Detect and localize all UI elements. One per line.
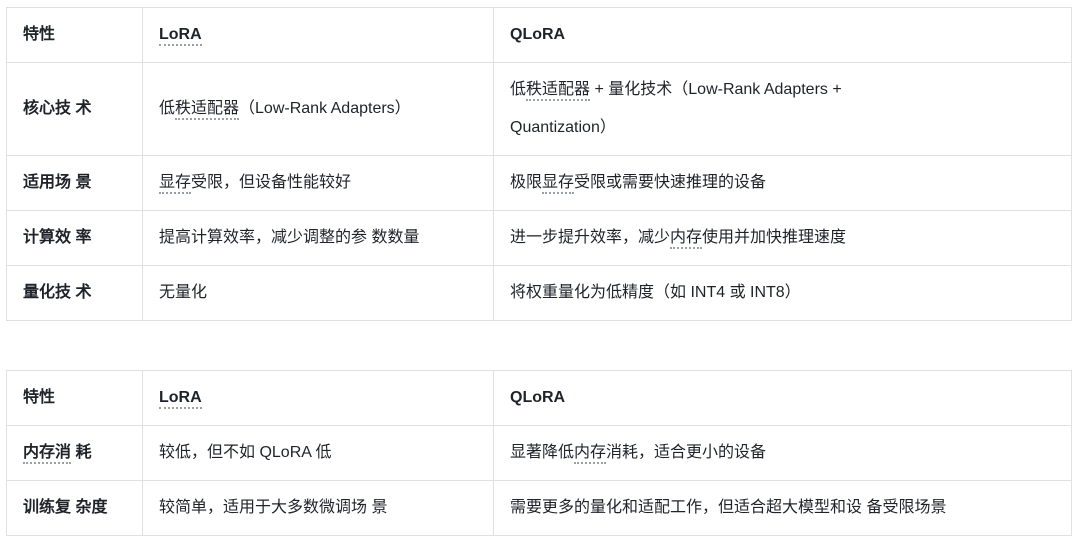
dotted-underlined-term[interactable]: 显存 [159,174,192,194]
lora-cell: 较低，但不如 QLoRA 低 [142,425,494,481]
table-row: 量化技 术无量化将权重量化为低精度（如 INT4 或 INT8） [6,265,1072,321]
header-row: 特性 LoRA QLoRA [6,7,1072,63]
qlora-cell: 低秩适配器 + 量化技术（Low-Rank Adapters + Quantiz… [493,62,1072,156]
table-row: 内存消 耗较低，但不如 QLoRA 低显著降低内存消耗，适合更小的设备 [6,425,1072,481]
feature-column-header: 特性 [6,370,143,426]
lora-cell: 较简单，适用于大多数微调场 景 [142,480,494,536]
lora-cell: 显存受限，但设备性能较好 [142,155,494,211]
qlora-cell: 极限显存受限或需要快速推理的设备 [493,155,1072,211]
dotted-underlined-term[interactable]: 内存消 [23,444,72,464]
lora-cell: 低秩适配器（Low-Rank Adapters） [142,62,494,156]
dotted-underlined-term[interactable]: LoRA [159,389,202,409]
dotted-underlined-term[interactable]: LoRA [159,26,202,46]
lora-cell: 提高计算效率，减少调整的参 数数量 [142,210,494,266]
table-row: 核心技 术低秩适配器（Low-Rank Adapters）低秩适配器 + 量化技… [6,62,1072,156]
qlora-cell: 需要更多的量化和适配工作，但适合超大模型和设 备受限场景 [493,480,1072,536]
lora-cell: 无量化 [142,265,494,321]
lora-column-header: LoRA [142,7,494,63]
qlora-column-header: QLoRA [493,7,1072,63]
feature-cell: 适用场 景 [6,155,143,211]
dotted-underlined-term[interactable]: 秩适配器 [175,100,240,120]
dotted-underlined-term[interactable]: 内存 [670,229,703,249]
dotted-underlined-term[interactable]: 显存 [542,174,575,194]
qlora-cell: 进一步提升效率，减少内存使用并加快推理速度 [493,210,1072,266]
table-row: 计算效 率提高计算效率，减少调整的参 数数量进一步提升效率，减少内存使用并加快推… [6,210,1072,266]
qlora-cell: 将权重量化为低精度（如 INT4 或 INT8） [493,265,1072,321]
feature-cell: 内存消 耗 [6,425,143,481]
feature-cell: 核心技 术 [6,62,143,156]
qlora-column-header: QLoRA [493,370,1072,426]
feature-cell: 量化技 术 [6,265,143,321]
qlora-cell: 显著降低内存消耗，适合更小的设备 [493,425,1072,481]
table-row: 适用场 景显存受限，但设备性能较好极限显存受限或需要快速推理的设备 [6,155,1072,211]
lora-column-header: LoRA [142,370,494,426]
feature-cell: 计算效 率 [6,210,143,266]
feature-cell: 训练复 杂度 [6,480,143,536]
feature-column-header: 特性 [6,7,143,63]
table-row: 训练复 杂度较简单，适用于大多数微调场 景需要更多的量化和适配工作，但适合超大模… [6,480,1072,536]
header-row: 特性 LoRA QLoRA [6,370,1072,426]
dotted-underlined-term[interactable]: 秩适配器 [526,81,591,101]
dotted-underlined-term[interactable]: 内存 [574,444,607,464]
